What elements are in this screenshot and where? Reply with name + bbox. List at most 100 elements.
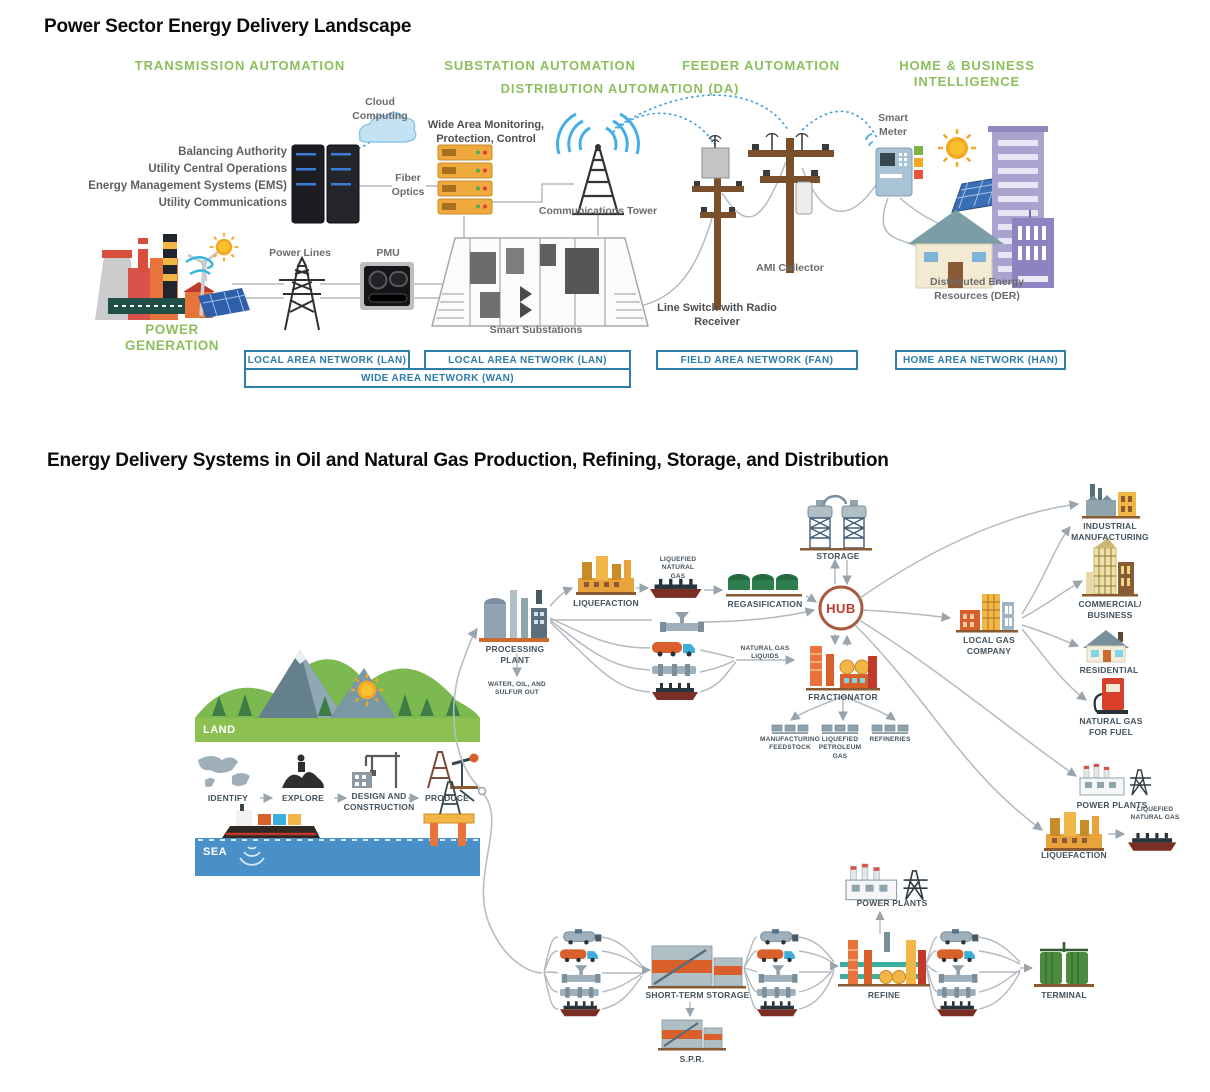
step-identify-label: IDENTIFY	[207, 793, 249, 803]
manufacturing-feedstock-label: MANUFACTURING FEEDSTOCK	[759, 736, 820, 752]
lng-ship1-label: LIQUEFIED NATURAL GAS	[659, 556, 697, 580]
power-sector-diagram	[95, 94, 1054, 331]
power-lines-label: Power Lines	[269, 247, 331, 259]
cloud-computing-label: Cloud Computing	[352, 96, 408, 122]
oil-title: Energy Delivery Systems in Oil and Natur…	[47, 450, 889, 471]
transport-bundle-1	[560, 929, 601, 1016]
exploration-steps-icons	[198, 751, 479, 803]
bottom-chain-connectors	[543, 910, 1034, 1018]
liquefaction-label: LIQUEFACTION	[573, 598, 639, 608]
fan-box: FIELD AREA NETWORK (FAN)	[656, 350, 858, 370]
ngl-truck-icon	[652, 642, 695, 657]
header-feeder-automation: FEEDER AUTOMATION	[681, 58, 841, 73]
spr-icon	[658, 1019, 726, 1051]
header-distribution-automation: DISTRIBUTION AUTOMATION (DA)	[500, 81, 740, 96]
spr-label: S.P.R.	[679, 1054, 705, 1064]
balancing-authority-label: Balancing Authority	[178, 146, 287, 158]
substation-servers-icon	[437, 144, 493, 215]
sea-label: SEA	[203, 846, 228, 858]
residential-label: RESIDENTIAL	[1079, 665, 1139, 675]
short-term-storage-label: SHORT-TERM STORAGE	[645, 990, 750, 1000]
commercial-business-label: COMMERCIAL/ BUSINESS	[1078, 599, 1142, 620]
oil-gas-diagram	[195, 484, 1177, 1051]
ngl-pipeline-icon	[652, 664, 696, 676]
gas-pump-icon	[1093, 678, 1128, 714]
water-out-label: WATER, OIL, AND SULFUR OUT	[488, 681, 546, 697]
wan-box: WIDE AREA NETWORK (WAN)	[244, 368, 631, 388]
liquefaction2-label: LIQUEFACTION	[1041, 850, 1107, 860]
storage-label: STORAGE	[816, 551, 860, 561]
step-produce-label: PRODUCE	[425, 793, 469, 803]
refine-label: REFINE	[867, 990, 901, 1000]
header-home-business-line2: INTELLIGENCE	[913, 74, 1021, 89]
utility-servers-icon	[291, 144, 360, 224]
communications-tower-label: Communications Tower	[538, 205, 658, 217]
storage-icon	[800, 494, 872, 551]
hub-connectors	[854, 500, 1080, 831]
offshore-rig-icon	[423, 781, 475, 846]
processing-connectors	[549, 583, 816, 693]
line-switch-label: Line Switch with Radio Receiver	[657, 302, 777, 329]
fractionator-icon	[806, 646, 880, 691]
natural-gas-for-fuel-label: NATURAL GAS FOR FUEL	[1079, 716, 1143, 737]
header-home-business-line1: HOME & BUSINESS	[899, 58, 1035, 73]
utility-central-operations-label: Utility Central Operations	[148, 163, 287, 175]
ami-collector-label: AMI Collector	[756, 262, 824, 274]
processing-plant-icon	[479, 590, 549, 642]
residential-icon	[1083, 630, 1129, 663]
line-switch-pole-icon	[692, 135, 744, 310]
produce-connectors	[453, 627, 543, 974]
fiber-optics-label: Fiber Optics	[391, 172, 425, 198]
power-title: Power Sector Energy Delivery Landscape	[44, 16, 412, 37]
local-gas-connectors	[1021, 526, 1087, 701]
terminal-label: TERMINAL	[1041, 990, 1087, 1000]
step-design-construction-label: DESIGN AND CONSTRUCTION	[343, 791, 415, 812]
ngl-ship-icon	[652, 683, 698, 700]
liquefaction-icon	[576, 556, 636, 595]
der-label: Distributed Energy Resources (DER)	[930, 276, 1024, 302]
processing-plant-label: PROCESSING PLANT	[485, 644, 545, 665]
han-box: HOME AREA NETWORK (HAN)	[895, 350, 1066, 370]
regasification-label: REGASIFICATION	[727, 599, 803, 609]
short-term-storage-icon	[648, 945, 746, 989]
small-building-icon	[1012, 210, 1054, 288]
local-gas-company-icon	[956, 594, 1018, 633]
power-generation-icon	[95, 231, 250, 320]
land-label: LAND	[203, 724, 236, 736]
refineries-train-icon	[871, 724, 909, 734]
lpg-label: LIQUEFIED PETROLEUM GAS	[818, 736, 862, 760]
pmu-icon	[360, 262, 414, 310]
header-transmission-automation: TRANSMISSION AUTOMATION	[134, 58, 346, 73]
sea-scene-icon	[195, 781, 480, 876]
der-cluster-icon	[908, 126, 1054, 289]
feedstock-train-icon	[771, 724, 809, 734]
power-lines-tower-icon	[279, 255, 325, 331]
header-substation-automation: SUBSTATION AUTOMATION	[444, 58, 636, 73]
hub-icon	[818, 585, 864, 631]
transport-bundle-3	[937, 929, 978, 1016]
utility-communications-label: Utility Communications	[158, 197, 287, 209]
power-generation-label: POWER GENERATION	[124, 322, 219, 353]
refineries-label: REFINERIES	[869, 736, 911, 743]
industrial-manufacturing-label: INDUSTRIAL MANUFACTURING	[1071, 521, 1149, 542]
lng-ship2-icon	[1128, 832, 1177, 851]
ems-label: Energy Management Systems (EMS)	[88, 180, 287, 192]
terminal-icon	[1034, 942, 1094, 987]
smart-meter-icon	[865, 133, 923, 197]
lan2-box: LOCAL AREA NETWORK (LAN)	[424, 350, 631, 370]
hub-label: HUB	[826, 601, 856, 616]
fractionator-connectors	[790, 695, 896, 722]
industrial-manufacturing-icon	[1082, 484, 1140, 519]
regasification-icon	[726, 574, 802, 597]
fractionator-label: FRACTIONATOR	[808, 692, 878, 702]
lpg-train-icon	[821, 724, 859, 734]
power-plants-bottom-label: POWER PLANTS	[856, 898, 928, 908]
refine-icon	[838, 932, 930, 987]
lng-ship2-label: LIQUEFIED NATURAL GAS	[1130, 806, 1180, 822]
smart-substation-icon	[431, 237, 649, 327]
transport-bundle-2	[757, 929, 798, 1016]
smart-meter-label: Smart Meter	[878, 112, 908, 138]
communications-tower-icon	[556, 112, 640, 216]
liquefaction2-icon	[1044, 812, 1104, 851]
